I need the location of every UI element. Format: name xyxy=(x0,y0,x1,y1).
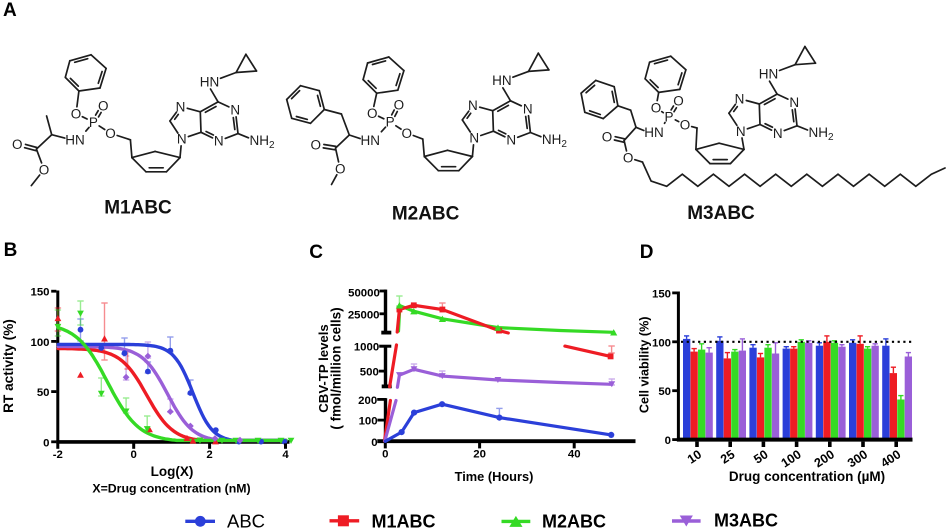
svg-text:O: O xyxy=(602,129,613,144)
svg-text:0: 0 xyxy=(43,437,49,449)
svg-text:C: C xyxy=(309,242,323,263)
svg-text:300: 300 xyxy=(845,447,870,470)
svg-text:O: O xyxy=(39,162,50,177)
svg-text:1000: 1000 xyxy=(354,342,379,354)
svg-text:2: 2 xyxy=(206,449,212,461)
svg-text:Log(X): Log(X) xyxy=(151,464,194,479)
svg-text:N: N xyxy=(506,133,516,148)
svg-text:150: 150 xyxy=(652,288,671,300)
svg-text:N: N xyxy=(176,99,186,114)
svg-text:A: A xyxy=(3,0,17,21)
svg-text:O: O xyxy=(402,126,413,141)
svg-text:100: 100 xyxy=(359,416,378,428)
svg-text:HN: HN xyxy=(492,73,512,88)
svg-text:50: 50 xyxy=(37,387,50,399)
svg-text:B: B xyxy=(4,240,18,261)
svg-text:M2ABC: M2ABC xyxy=(542,511,606,530)
svg-text:N: N xyxy=(214,134,224,149)
svg-text:100: 100 xyxy=(30,337,49,349)
svg-text:40: 40 xyxy=(568,449,581,461)
svg-text:P: P xyxy=(386,115,395,130)
svg-text:X=Drug concentration (nM): X=Drug concentration (nM) xyxy=(92,482,250,496)
svg-text:500: 500 xyxy=(360,367,379,379)
svg-text:HN: HN xyxy=(361,133,381,148)
svg-text:M3ABC: M3ABC xyxy=(714,511,778,530)
svg-text:P: P xyxy=(664,110,673,125)
svg-text:HN: HN xyxy=(644,125,664,140)
svg-text:200: 200 xyxy=(812,447,837,470)
svg-text:Time (Hours): Time (Hours) xyxy=(455,469,534,484)
svg-text:50000: 50000 xyxy=(348,288,380,300)
svg-text:N: N xyxy=(177,132,187,147)
svg-text:200: 200 xyxy=(358,395,377,407)
svg-text:O: O xyxy=(680,118,691,133)
svg-text:N: N xyxy=(469,131,479,146)
svg-text:O: O xyxy=(98,98,109,113)
svg-text:O: O xyxy=(310,138,321,153)
svg-text:N: N xyxy=(468,98,478,113)
svg-text:O: O xyxy=(673,94,684,109)
svg-text:N: N xyxy=(736,124,746,139)
svg-text:-2: -2 xyxy=(53,449,63,461)
svg-text:50: 50 xyxy=(751,447,770,466)
svg-text:HN: HN xyxy=(200,74,220,89)
svg-text:O: O xyxy=(651,100,662,115)
svg-text:Drug concentration (µM): Drug concentration (µM) xyxy=(729,469,885,484)
svg-text:0: 0 xyxy=(382,449,388,461)
svg-text:25000: 25000 xyxy=(348,310,380,322)
svg-text:M2ABC: M2ABC xyxy=(392,204,460,225)
svg-text:NH2: NH2 xyxy=(542,132,568,150)
svg-text:P: P xyxy=(89,115,98,130)
svg-text:N: N xyxy=(523,102,533,117)
svg-text:150: 150 xyxy=(30,287,49,299)
svg-text:RT activity (%): RT activity (%) xyxy=(1,319,16,413)
svg-text:M1ABC: M1ABC xyxy=(372,511,436,530)
svg-text:M3ABC: M3ABC xyxy=(687,203,755,224)
svg-text:CBV-TP levels: CBV-TP levels xyxy=(316,324,331,412)
svg-text:O: O xyxy=(12,137,23,152)
svg-text:400: 400 xyxy=(878,447,903,470)
svg-text:N: N xyxy=(735,92,745,107)
svg-text:O: O xyxy=(105,126,116,141)
svg-text:10: 10 xyxy=(685,447,704,466)
svg-text:ABC: ABC xyxy=(227,511,265,530)
svg-text:O: O xyxy=(71,107,82,122)
svg-text:NH2: NH2 xyxy=(809,125,835,143)
svg-text:M1ABC: M1ABC xyxy=(104,198,172,219)
svg-text:O: O xyxy=(623,151,634,166)
svg-text:O: O xyxy=(394,97,405,112)
svg-text:N: N xyxy=(789,95,799,110)
svg-text:4: 4 xyxy=(282,449,289,461)
svg-text:0: 0 xyxy=(371,437,377,449)
svg-text:O: O xyxy=(335,162,346,177)
svg-text:D: D xyxy=(640,242,654,263)
svg-text:20: 20 xyxy=(473,449,486,461)
svg-text:Cell viability (%): Cell viability (%) xyxy=(638,317,652,414)
svg-text:HN: HN xyxy=(759,67,779,82)
svg-text:NH2: NH2 xyxy=(250,133,276,151)
svg-text:100: 100 xyxy=(779,447,804,470)
svg-text:HN: HN xyxy=(65,132,85,147)
svg-text:N: N xyxy=(230,103,240,118)
svg-text:N: N xyxy=(773,126,783,141)
svg-text:( fmol/million cells): ( fmol/million cells) xyxy=(329,307,344,429)
svg-text:25: 25 xyxy=(718,447,737,466)
svg-text:0: 0 xyxy=(131,449,137,461)
svg-text:50: 50 xyxy=(658,386,671,398)
svg-text:100: 100 xyxy=(652,337,671,349)
svg-text:O: O xyxy=(367,106,378,121)
svg-text:0: 0 xyxy=(665,435,671,447)
